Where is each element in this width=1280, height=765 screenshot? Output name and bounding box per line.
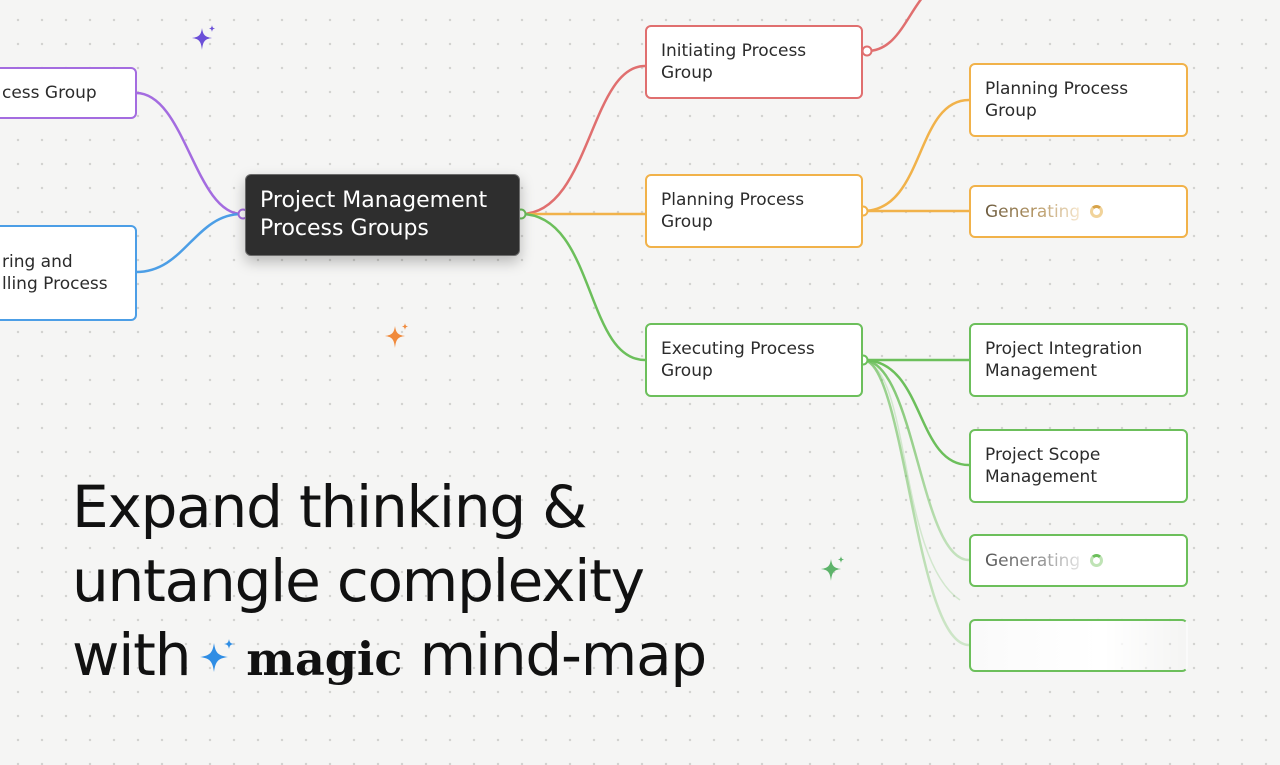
edge-root-purple — [135, 91, 243, 216]
edge-initiating-out — [866, 0, 923, 53]
sparkle-icon — [385, 323, 408, 348]
node-label-line2: Group — [661, 361, 713, 381]
edge-executing-child4 — [862, 358, 970, 647]
node-label-line1: Project Scope — [985, 445, 1101, 465]
headline-line-2: untangle complexity — [72, 547, 645, 615]
node-label-line1: Executing Process — [661, 339, 815, 359]
node-label-line1: Planning Process — [985, 79, 1129, 99]
edge-root-initiating — [520, 64, 646, 216]
edge-planning-child1 — [862, 98, 970, 213]
magic-word: magic — [246, 632, 403, 686]
node-generating-planning: Generating — [969, 185, 1188, 238]
node-scope[interactable]: Project Scope Management — [969, 429, 1188, 503]
loading-spinner-icon — [1090, 554, 1104, 567]
node-label-line2: Group — [661, 63, 713, 83]
root-node[interactable]: Project Management Process Groups — [245, 174, 520, 256]
loading-spinner-icon — [1090, 205, 1104, 218]
sparkle-icon — [192, 25, 215, 50]
node-label-line2: lling Process — [2, 274, 108, 294]
headline-line-1: Expand thinking & — [72, 473, 587, 541]
edge-executing-child3 — [862, 358, 970, 562]
edge-root-executing — [520, 212, 646, 362]
node-executing[interactable]: Executing Process Group — [645, 323, 863, 397]
node-label-line2: Group — [985, 101, 1037, 121]
node-planning-child[interactable]: Planning Process Group — [969, 63, 1188, 137]
headline-line-3: with magic mind-map — [72, 621, 707, 689]
node-label-line2: Group — [661, 212, 713, 232]
sparkle-icon — [821, 556, 844, 581]
node-left-purple[interactable]: cess Group — [0, 67, 137, 119]
sparkle-icon — [200, 639, 235, 672]
node-label-line1: Project Integration — [985, 339, 1143, 359]
node-label-line2: Management — [985, 361, 1097, 381]
node-label-line1: Initiating Process — [661, 41, 807, 61]
node-integration[interactable]: Project Integration Management — [969, 323, 1188, 397]
headline: Expand thinking & untangle complexity wi… — [72, 470, 707, 696]
node-placeholder — [969, 619, 1188, 672]
edge-executing-child2 — [862, 358, 970, 467]
edge-root-blue — [135, 212, 243, 274]
connector-dot — [861, 45, 873, 57]
root-label-line2: Process Groups — [260, 216, 429, 241]
root-label-line1: Project Management — [260, 188, 488, 213]
generating-label: Generating — [985, 201, 1081, 222]
node-label-line1: Planning Process — [661, 190, 805, 210]
node-planning[interactable]: Planning Process Group — [645, 174, 863, 248]
node-left-blue[interactable]: ring and lling Process — [0, 225, 137, 321]
node-initiating[interactable]: Initiating Process Group — [645, 25, 863, 99]
node-label-line2: Management — [985, 467, 1097, 487]
generating-label: Generating — [985, 550, 1081, 571]
node-generating-executing: Generating — [969, 534, 1188, 587]
node-label-line1: ring and — [2, 252, 73, 272]
